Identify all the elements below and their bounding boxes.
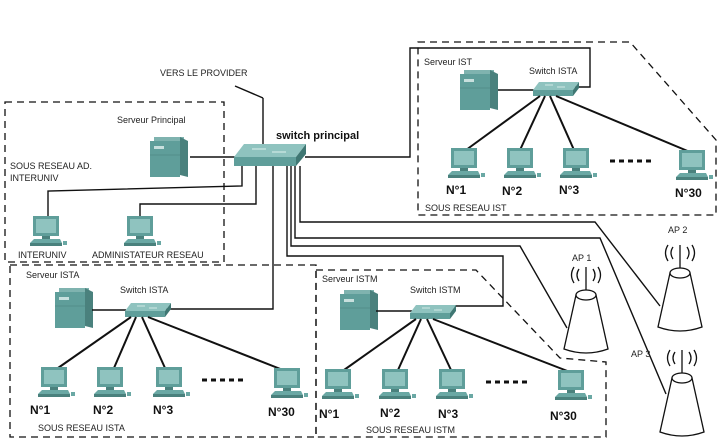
ap2-label: AP 2 <box>668 225 687 235</box>
switch-ista-icon[interactable] <box>124 302 172 318</box>
admin-zone-label-line1: SOUS RESEAU AD. <box>10 161 92 171</box>
link-ist-pc30 <box>555 95 691 153</box>
link-switch-ista <box>162 166 274 310</box>
subnet-ist: Serveur IST Switch ISTA N°1 N°2 N°3 N°30… <box>424 57 713 213</box>
link-istm-pc2 <box>397 318 422 371</box>
link-istm-pc30 <box>432 318 571 373</box>
pc-icon[interactable] <box>555 370 592 400</box>
access-point-3[interactable]: AP 3 <box>631 349 705 437</box>
switch-istm-label: Switch ISTM <box>410 285 461 295</box>
pc-icon[interactable] <box>504 148 541 178</box>
zone-ist-label: SOUS RESEAU IST <box>425 203 507 213</box>
pc-icon[interactable] <box>379 369 416 399</box>
subnet-istm: Serveur ISTM Switch ISTM N°1 N°2 N°3 N°3… <box>319 274 592 435</box>
pc-icon[interactable] <box>448 148 485 178</box>
server-ista-icon[interactable] <box>54 287 94 329</box>
zone-ista <box>9 264 317 438</box>
switch-istm-icon[interactable] <box>409 304 457 320</box>
link-ista-pc1 <box>57 316 132 369</box>
link-switch-ist <box>305 47 591 158</box>
link-ist-pc1 <box>465 95 541 151</box>
pc-label: N°3 <box>559 183 579 197</box>
pc-label: N°30 <box>550 409 577 423</box>
pc-label: N°2 <box>93 403 113 417</box>
zone-istm <box>315 269 607 438</box>
pc-admin-label: ADMINISTATEUR RESEAU <box>92 250 204 260</box>
ap3-label: AP 3 <box>631 349 650 359</box>
link-provider <box>234 85 264 99</box>
link-ista-pc3 <box>141 316 166 369</box>
pc-interuniv-label: INTERUNIV <box>18 250 67 260</box>
zone-istm-label: SOUS RESEAU ISTM <box>366 425 455 435</box>
pc-label: N°2 <box>502 184 522 198</box>
switch-ista-label: Switch ISTA <box>120 285 168 295</box>
access-point-1[interactable]: AP 1 <box>563 253 609 354</box>
switch-ist-label: Switch ISTA <box>529 66 577 76</box>
pc-admin-icon[interactable] <box>124 216 161 246</box>
pc-icon[interactable] <box>676 150 713 180</box>
server-principal-label: Serveur Principal <box>117 115 186 125</box>
link-istm-pc3 <box>426 318 452 371</box>
main-switch-label: switch principal <box>276 130 359 142</box>
server-istm-label: Serveur ISTM <box>322 274 378 284</box>
pc-label: N°2 <box>380 406 400 420</box>
link-ap1 <box>290 166 568 329</box>
pc-label: N°3 <box>438 407 458 421</box>
access-point-2[interactable]: AP 2 <box>657 225 703 332</box>
link-ist-pc2 <box>519 95 546 151</box>
pc-icon[interactable] <box>436 369 473 399</box>
server-ist-label: Serveur IST <box>424 57 473 67</box>
link-ap3 <box>294 166 667 395</box>
pc-label: N°1 <box>319 407 339 421</box>
zone-admin-interuniv <box>4 101 225 263</box>
pc-label: N°30 <box>675 186 702 200</box>
pc-label: N°1 <box>446 183 466 197</box>
pc-label: N°30 <box>268 405 295 419</box>
pc-icon[interactable] <box>322 369 359 399</box>
zone-ist <box>417 41 717 216</box>
server-principal-icon[interactable] <box>149 136 189 178</box>
pc-icon[interactable] <box>271 368 308 398</box>
link-ista-pc30 <box>147 316 284 371</box>
subnet-ista: Serveur ISTA Switch ISTA N°1 N°2 N°3 N°3… <box>26 270 308 433</box>
link-switch-istm <box>286 166 504 307</box>
zone-ista-label: SOUS RESEAU ISTA <box>38 423 125 433</box>
pc-icon[interactable] <box>94 367 131 397</box>
server-istm-icon[interactable] <box>339 289 379 331</box>
server-ist-icon[interactable] <box>459 69 499 111</box>
pc-icon[interactable] <box>38 367 75 397</box>
ap1-label: AP 1 <box>572 253 591 263</box>
link-ista-pc2 <box>113 316 137 369</box>
admin-zone-label-line2: INTERUNIV <box>10 173 59 183</box>
pc-label: N°1 <box>30 403 50 417</box>
main-switch-icon[interactable] <box>233 143 307 167</box>
link-pc-admin <box>139 166 257 216</box>
server-ista-label: Serveur ISTA <box>26 270 79 280</box>
link-istm-pc1 <box>343 318 417 371</box>
provider-label: VERS LE PROVIDER <box>160 68 248 78</box>
link-pc-interuniv <box>47 166 243 216</box>
pc-icon[interactable] <box>153 367 190 397</box>
pc-interuniv-icon[interactable] <box>30 216 67 246</box>
pc-icon[interactable] <box>560 148 597 178</box>
link-ist-pc3 <box>549 95 575 151</box>
switch-ist-icon[interactable] <box>532 81 580 97</box>
link-ap2 <box>299 166 661 307</box>
pc-label: N°3 <box>153 403 173 417</box>
